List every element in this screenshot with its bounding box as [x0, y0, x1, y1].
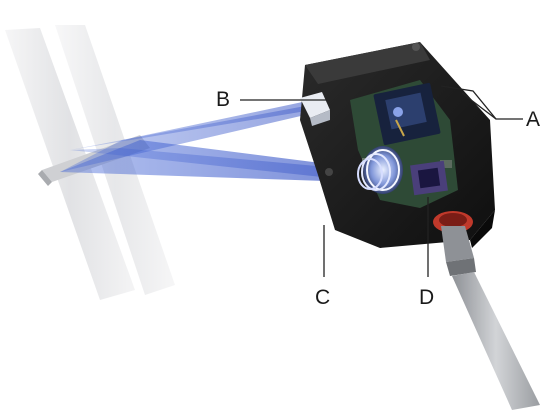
laser-beam-icon	[60, 100, 360, 182]
laser-emitter	[300, 92, 330, 126]
leader-line-a-2	[461, 92, 497, 120]
callout-label-a: A	[526, 108, 541, 131]
cmos-sensor-icon	[410, 160, 448, 196]
callout-label-b: B	[216, 88, 231, 111]
m12-connector-icon	[433, 211, 540, 410]
leader-line-a	[440, 85, 523, 120]
callout-label-d: D	[419, 286, 435, 309]
leader-lines	[240, 85, 523, 277]
receiver-lens-icon	[357, 146, 403, 194]
callout-label-c: C	[315, 286, 331, 309]
